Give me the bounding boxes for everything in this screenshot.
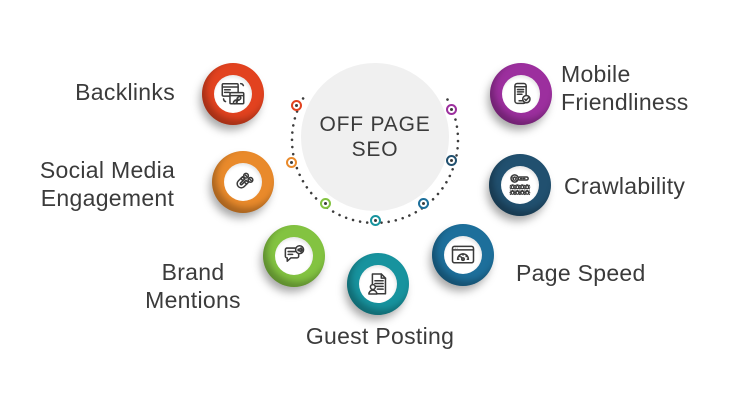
search-crawlers-icon xyxy=(501,166,539,204)
badge-social-media-engagement xyxy=(212,151,274,213)
label-backlinks: Backlinks xyxy=(75,79,175,105)
connector-node-mobile-friendliness xyxy=(446,104,457,115)
connector-node-crawlability xyxy=(446,155,457,166)
node-dot xyxy=(294,103,299,108)
node-dot xyxy=(449,107,454,112)
badge-page-speed xyxy=(432,224,494,286)
label-guest-posting: Guest Posting xyxy=(305,323,455,349)
title-line-1: OFF PAGE xyxy=(319,113,431,136)
label-brand-mentions: Brand Mentions xyxy=(145,259,241,313)
node-dot xyxy=(449,158,454,163)
node-dot xyxy=(323,201,328,206)
center-circle: OFF PAGE SEO xyxy=(301,63,449,211)
connector-node-social-media xyxy=(286,157,297,168)
speedometer-window-icon xyxy=(444,236,482,274)
label-page-speed: Page Speed xyxy=(516,260,646,286)
badge-guest-posting xyxy=(347,253,409,315)
title-line-2: SEO xyxy=(351,138,399,161)
linked-windows-icon xyxy=(214,75,252,113)
badge-brand-mentions xyxy=(263,225,325,287)
connector-node-guest-posting xyxy=(370,215,381,226)
label-crawlability: Crawlability xyxy=(564,173,686,199)
connector-node-page-speed xyxy=(418,198,429,209)
badge-mobile-friendliness xyxy=(490,63,552,125)
node-dot xyxy=(373,218,378,223)
node-dot xyxy=(289,160,294,165)
document-author-icon xyxy=(359,265,397,303)
mobile-check-icon xyxy=(502,75,540,113)
connector-node-backlinks xyxy=(291,100,302,111)
badge-backlinks xyxy=(202,63,264,125)
node-dot xyxy=(421,201,426,206)
badge-crawlability xyxy=(489,154,551,216)
magnet-icon xyxy=(224,163,262,201)
diagram-title: OFF PAGE SEO xyxy=(319,112,430,162)
connector-node-brand-mentions xyxy=(320,198,331,209)
label-mobile-friendliness: Mobile Friendliness xyxy=(561,61,689,115)
label-social-media-engagement: Social Media Engagement xyxy=(39,157,176,211)
speech-bubble-megaphone-icon xyxy=(275,237,313,275)
